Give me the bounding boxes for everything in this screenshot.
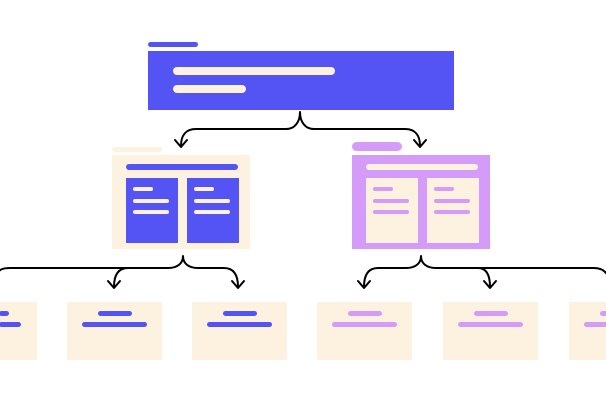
panel-line bbox=[133, 187, 153, 191]
panel-line bbox=[373, 210, 409, 214]
arrow-to-mid-left bbox=[174, 139, 188, 148]
root-title-line bbox=[173, 67, 335, 75]
panel-line bbox=[133, 199, 169, 203]
mid-right-panel-a bbox=[366, 178, 418, 243]
leaf-line-long bbox=[207, 322, 272, 327]
panel-line bbox=[434, 199, 470, 203]
panel-line bbox=[434, 210, 470, 214]
leaf-line-short bbox=[223, 311, 257, 316]
root-subtitle-line bbox=[173, 85, 246, 93]
leaf-node-4 bbox=[317, 302, 412, 360]
mid-right-node bbox=[352, 155, 490, 249]
connector-root-branch bbox=[180, 111, 421, 147]
panel-line bbox=[373, 199, 409, 203]
mid-left-panel-b bbox=[187, 178, 239, 243]
arrow-to-leaf-4 bbox=[357, 280, 371, 289]
leaf-line-long bbox=[458, 322, 523, 327]
mid-left-header-line bbox=[126, 164, 238, 170]
leaf-line-short bbox=[348, 311, 382, 316]
arrow-to-mid-right bbox=[413, 139, 427, 148]
panel-line bbox=[194, 187, 214, 191]
mid-right-tag bbox=[352, 142, 402, 151]
panel-line bbox=[434, 187, 454, 191]
connector-mid-left-branch bbox=[0, 255, 239, 288]
panel-line bbox=[133, 210, 169, 214]
leaf-node-3 bbox=[192, 302, 287, 360]
leaf-line-long bbox=[584, 322, 606, 327]
leaf-line-long bbox=[0, 322, 21, 327]
panel-line bbox=[373, 187, 393, 191]
connector-mid-right-branch bbox=[363, 255, 606, 288]
leaf-line-long bbox=[82, 322, 147, 327]
leaf-node-1 bbox=[0, 302, 37, 360]
arrow-to-leaf-3 bbox=[231, 280, 245, 289]
mid-left-tag bbox=[112, 147, 162, 152]
panel-line bbox=[194, 199, 230, 203]
root-tag bbox=[148, 42, 198, 47]
arrow-to-leaf-2 bbox=[107, 280, 121, 289]
leaf-node-2 bbox=[67, 302, 162, 360]
leaf-line-long bbox=[332, 322, 397, 327]
root-node bbox=[148, 51, 454, 110]
leaf-line-short bbox=[0, 311, 9, 316]
mid-left-panel-a bbox=[126, 178, 178, 243]
mid-right-header-line bbox=[366, 164, 478, 170]
mid-left-node bbox=[112, 155, 250, 249]
leaf-node-6 bbox=[569, 302, 606, 360]
leaf-node-5 bbox=[443, 302, 538, 360]
panel-line bbox=[194, 210, 230, 214]
leaf-line-short bbox=[474, 311, 508, 316]
leaf-line-short bbox=[600, 311, 606, 316]
arrow-to-leaf-5 bbox=[483, 280, 497, 289]
leaf-line-short bbox=[98, 311, 132, 316]
mid-right-panel-b bbox=[427, 178, 479, 243]
